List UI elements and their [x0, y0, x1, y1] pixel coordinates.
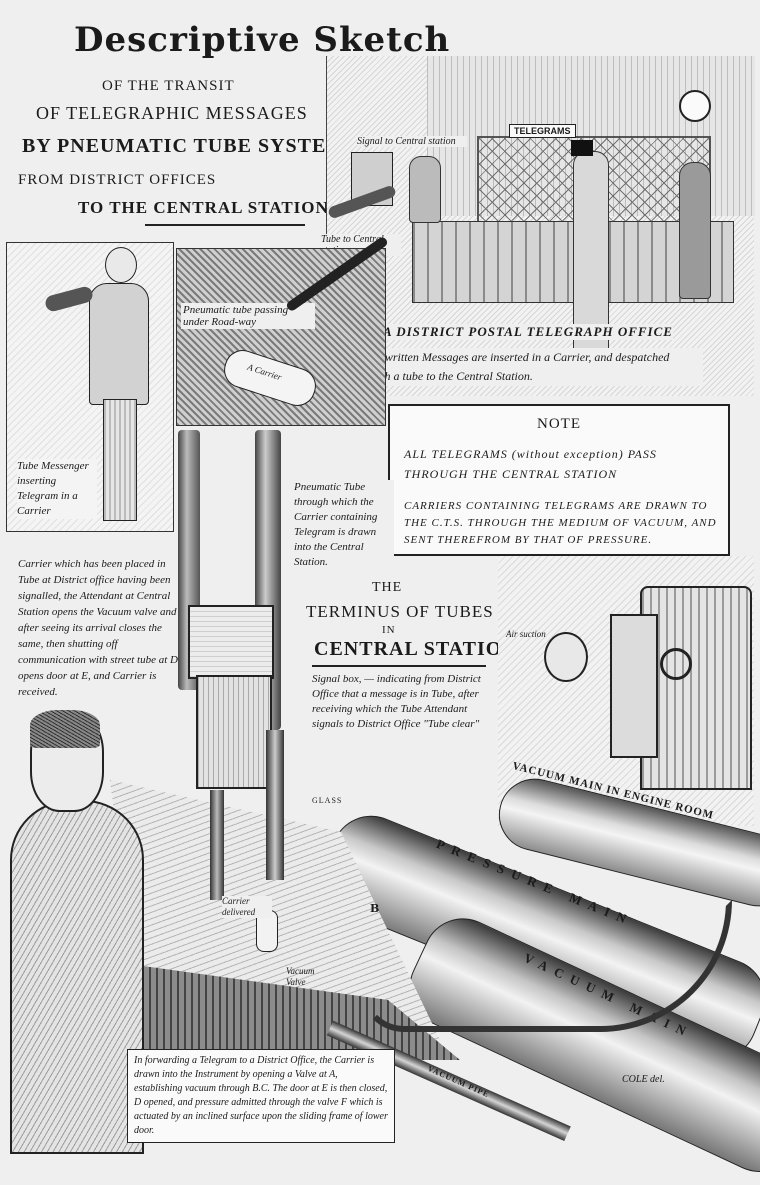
valve-pipe-a: [210, 790, 224, 900]
carrier-in-hand-icon: [43, 285, 95, 313]
roadway-tube: [284, 235, 390, 313]
district-office-scene: TELEGRAMS Signal to Central station Tube…: [321, 56, 755, 396]
instrument-body: [196, 675, 272, 789]
messenger-panel: Tube Messenger inserting Telegram in a C…: [6, 242, 174, 532]
heading-underline: [312, 665, 486, 667]
office-caption-heading: A DISTRICT POSTAL TELEGRAPH OFFICE: [383, 324, 673, 340]
bottom-note-text: In forwarding a Telegram to a District O…: [134, 1055, 388, 1136]
clock-icon: [679, 90, 711, 122]
engine-valve-block: [610, 614, 658, 758]
title-line-5: TO THE CENTRAL STATION: [78, 198, 329, 217]
title-line-2: OF TELEGRAPHIC MESSAGES: [36, 103, 308, 123]
title-line-3: BY PNEUMATIC TUBE SYSTEM: [22, 135, 347, 157]
bottom-note-box: In forwarding a Telegram to a District O…: [127, 1049, 395, 1143]
note-paragraph-1: ALL TELEGRAMS (without exception) PASS T…: [404, 447, 657, 481]
messenger-head: [105, 247, 137, 283]
title-line-1: OF THE TRANSIT: [102, 78, 235, 94]
roadway-panel: Pneumatic tube passing under Road-way A …: [176, 235, 390, 426]
top-hat-icon: [571, 140, 593, 156]
telegrams-sign: TELEGRAMS: [509, 124, 576, 138]
heading-terminus: TERMINUS OF TUBES: [306, 602, 494, 621]
flywheel-icon: [660, 648, 692, 680]
messenger-legs: [103, 399, 137, 521]
air-suction-label: Air suction: [506, 629, 546, 639]
signal-box-label: Signal box, — indicating from District O…: [312, 672, 498, 732]
clerk-figure-1: [409, 156, 441, 223]
air-suction-horn: [544, 632, 588, 682]
engraving-page: Descriptive Sketch OF THE TRANSIT OF TEL…: [6, 20, 760, 1185]
note-heading: NOTE: [537, 416, 581, 432]
valve-pipe-b: [266, 730, 284, 880]
title-underline: [145, 224, 305, 226]
messenger-caption: Tube Messenger inserting Telegram in a C…: [17, 459, 97, 519]
note-box: NOTE ALL TELEGRAMS (without exception) P…: [388, 404, 730, 556]
heading-central-station: CENTRAL STATION: [314, 638, 518, 660]
clerk-figure-3: [679, 162, 711, 299]
engine-cylinder: [640, 586, 752, 790]
signal-box: [188, 605, 274, 679]
pneumatic-tube-label: Pneumatic Tube through which the Carrier…: [294, 480, 394, 570]
vacuum-valve-label: Vacuum Valve: [286, 966, 315, 987]
attendant-hair: [30, 710, 100, 748]
title-main: Descriptive Sketch: [74, 20, 451, 60]
office-caption-body: where written Messages are inserted in a…: [353, 348, 703, 386]
heading-the: THE: [372, 580, 403, 595]
letter-b-label: B: [370, 902, 380, 915]
label-signal-to-central: Signal to Central station: [357, 136, 467, 147]
central-left-text: Carrier which has been placed in Tube at…: [18, 556, 186, 700]
glass-label: GLASS: [312, 796, 343, 805]
title-line-4: FROM DISTRICT OFFICES: [18, 172, 217, 188]
messenger-body: [89, 283, 149, 405]
note-paragraph-2: CARRIERS CONTAINING TELEGRAMS ARE DRAWN …: [404, 500, 717, 546]
artist-signature: COLE del.: [622, 1074, 665, 1085]
attendant-figure: [10, 800, 144, 1154]
clerk-figure-2: [573, 151, 609, 353]
heading-in: IN: [382, 624, 396, 636]
engine-room-panel: Air suction: [498, 556, 754, 826]
carrier-delivered-label: Carrier delivered: [222, 896, 272, 918]
